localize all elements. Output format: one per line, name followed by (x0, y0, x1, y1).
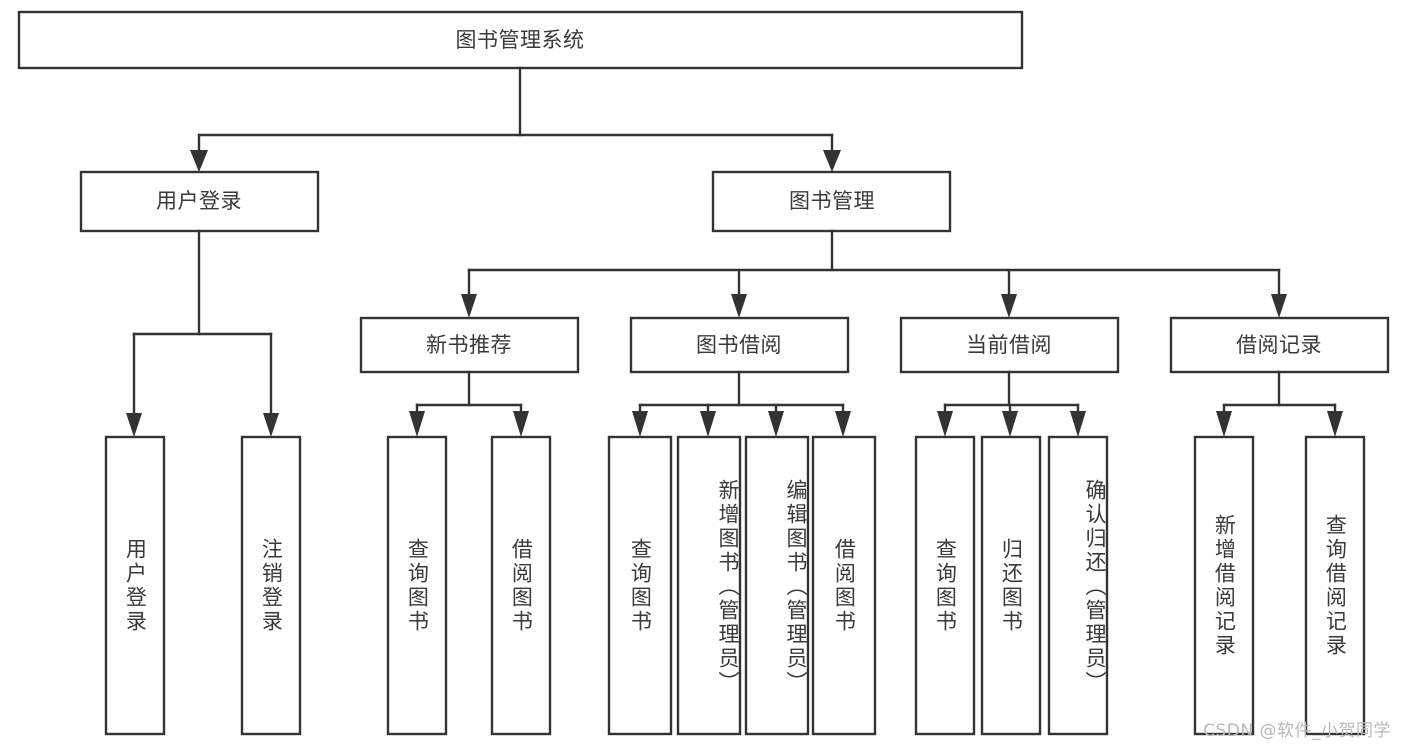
arrow-head-current (1001, 294, 1017, 318)
arrow-head-bb-leaf-3 (768, 411, 784, 437)
leaf-box-new-book-2[interactable] (490, 435, 552, 736)
node-book-mgmt-label: 图书管理 (789, 189, 875, 213)
leaf-box-book-borrow-4[interactable] (811, 435, 877, 736)
arrow-head-bb-leaf-1 (632, 411, 648, 437)
watermark-text: CSDN @软件_小贺同学 (1203, 721, 1391, 741)
arrow-head-nb-leaf-1 (409, 411, 425, 437)
arrow-head-cb-leaf-2 (1002, 411, 1018, 437)
arrow-head-nb-leaf-2 (513, 411, 529, 437)
leaf-box-new-book-1[interactable] (386, 435, 448, 736)
arrow-head-leaf-user-login-2 (263, 413, 279, 437)
arrow-head-bb-leaf-2 (700, 411, 716, 437)
arrow-head-bb-leaf-4 (835, 411, 851, 437)
node-book-borrow-label: 图书借阅 (696, 333, 782, 357)
arrow-head-br-leaf-1 (1216, 411, 1232, 437)
node-borrow-record-box[interactable] (1169, 316, 1390, 374)
arrow-head-record (1271, 294, 1287, 318)
node-book-borrow-box[interactable] (629, 316, 850, 374)
leaf-box-user-login-1[interactable] (104, 435, 166, 736)
arrow-head-br-leaf-2 (1327, 411, 1343, 437)
node-current-borrow-box[interactable] (899, 316, 1120, 374)
leaf-box-book-borrow-3[interactable] (744, 435, 810, 736)
node-user-login-label: 用户登录 (156, 189, 242, 213)
leaf-box-current-borrow-1[interactable] (914, 435, 976, 736)
leaf-box-current-borrow-3[interactable] (1047, 435, 1109, 736)
arrow-head-user-login (190, 150, 208, 172)
leaf-box-current-borrow-2[interactable] (980, 435, 1042, 736)
node-root-label: 图书管理系统 (456, 28, 585, 52)
arrow-head-new-book (461, 294, 477, 318)
node-current-borrow-label: 当前借阅 (966, 333, 1052, 357)
leaf-box-book-borrow-1[interactable] (607, 435, 673, 736)
node-new-book-label: 新书推荐 (426, 333, 512, 357)
arrow-head-book-mgmt (823, 150, 841, 172)
leaf-box-book-borrow-2[interactable] (676, 435, 742, 736)
node-book-mgmt-box[interactable] (711, 170, 952, 233)
node-borrow-record-label: 借阅记录 (1236, 333, 1322, 357)
node-root-box[interactable] (17, 10, 1024, 70)
leaf-box-borrow-record-1[interactable] (1193, 435, 1255, 736)
node-new-book-box[interactable] (359, 316, 580, 374)
leaf-box-user-login-2[interactable] (240, 435, 302, 736)
arrow-head-leaf-user-login-1 (126, 413, 142, 437)
arrow-head-borrow (731, 294, 747, 318)
leaf-box-borrow-record-2[interactable] (1304, 435, 1366, 736)
arrow-head-cb-leaf-1 (937, 411, 953, 437)
arrow-head-cb-leaf-3 (1070, 411, 1086, 437)
